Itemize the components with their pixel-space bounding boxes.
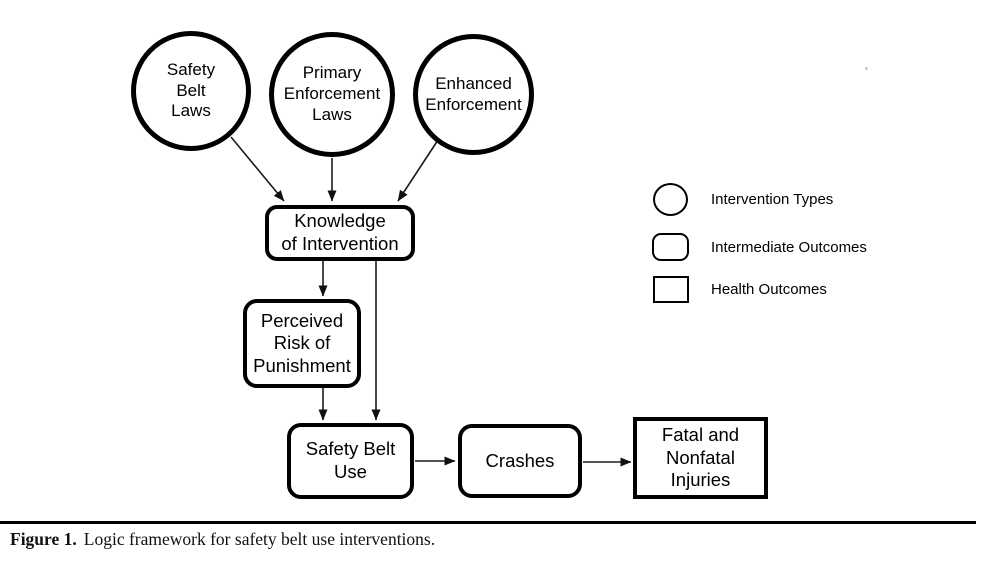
legend-label-intervention-types: Intervention Types <box>711 191 834 208</box>
scan-speck <box>865 67 868 70</box>
arrow-safety-belt-laws-to-knowledge <box>230 136 285 202</box>
node-enhanced-enforcement: Enhanced Enforcement <box>413 34 534 155</box>
legend-circle-symbol <box>653 183 688 216</box>
legend-square-symbol <box>653 276 689 303</box>
figure-caption-text: Logic framework for safety belt use inte… <box>83 529 436 549</box>
legend-rounded-rect-symbol <box>652 233 689 261</box>
figure-rule <box>0 521 976 524</box>
arrow-enhanced-enforcement-to-knowledge <box>397 139 439 202</box>
node-safety-belt-laws: Safety Belt Laws <box>131 31 251 151</box>
figure-caption: Figure 1. Logic framework for safety belt… <box>10 529 435 550</box>
node-crashes: Crashes <box>458 424 582 498</box>
legend-label-intermediate-outcomes: Intermediate Outcomes <box>711 239 867 256</box>
legend-label-health-outcomes: Health Outcomes <box>711 281 827 298</box>
node-primary-enforcement-laws: Primary Enforcement Laws <box>269 32 395 157</box>
node-perceived-risk-of-punishment: Perceived Risk of Punishment <box>243 299 361 388</box>
node-knowledge-of-intervention: Knowledge of Intervention <box>265 205 415 261</box>
node-fatal-nonfatal-injuries: Fatal and Nonfatal Injuries <box>633 417 768 499</box>
node-safety-belt-use: Safety Belt Use <box>287 423 414 499</box>
figure-caption-label: Figure 1. <box>10 529 77 549</box>
